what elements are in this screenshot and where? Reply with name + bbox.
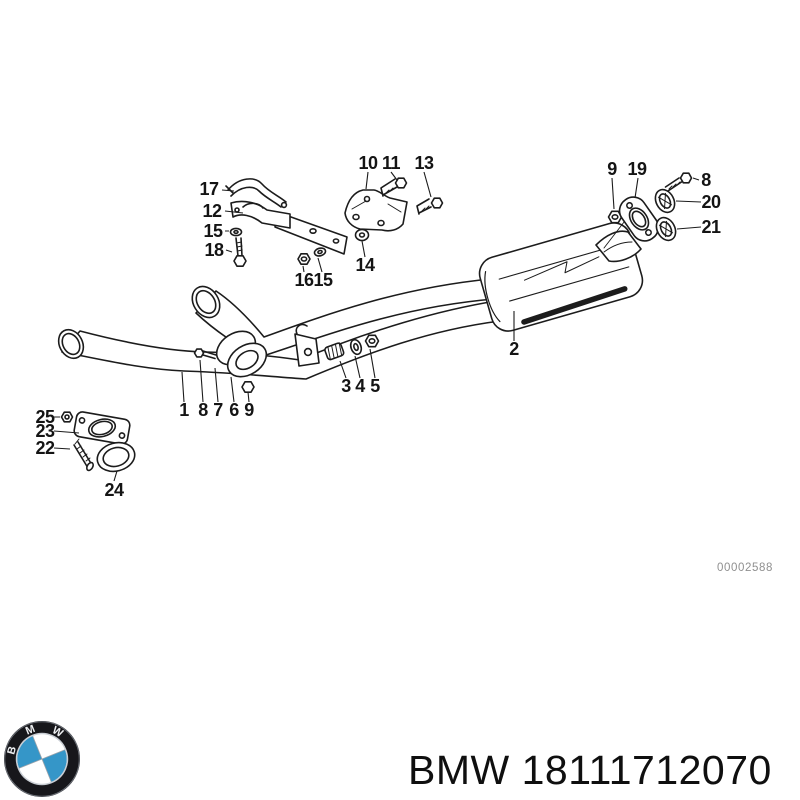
- callout-6: 6: [229, 400, 239, 420]
- part-number-label: BMW 18111712070: [408, 747, 772, 793]
- callout-19: 19: [627, 159, 647, 179]
- callout-22: 22: [35, 438, 55, 458]
- callout-23: 23: [35, 421, 55, 441]
- callout-3: 3: [341, 376, 351, 396]
- callout-8-front: 8: [198, 400, 208, 420]
- callout-4: 4: [355, 376, 365, 396]
- callout-21: 21: [701, 217, 721, 237]
- callout-15-upper: 15: [203, 221, 223, 241]
- callout-25: 25: [35, 407, 55, 427]
- callout-24: 24: [104, 480, 124, 500]
- bmw-roundel-icon: B M W: [4, 721, 80, 797]
- callout-20: 20: [701, 192, 721, 212]
- callout-14: 14: [355, 255, 375, 275]
- callout-2: 2: [509, 339, 519, 359]
- callout-12: 12: [202, 201, 222, 221]
- bmw-letter-b: B: [5, 745, 19, 756]
- callout-9-rear: 9: [607, 159, 617, 179]
- pipe-flange-joint: [193, 323, 380, 393]
- callout-8-rear: 8: [701, 170, 711, 190]
- callout-10: 10: [358, 153, 378, 173]
- callout-13: 13: [414, 153, 434, 173]
- callout-1: 1: [179, 400, 189, 420]
- front-pipe-drawing: [57, 278, 501, 380]
- leader-lines: [53, 171, 702, 482]
- callout-5: 5: [370, 376, 380, 396]
- callout-15-mid: 15: [313, 270, 333, 290]
- image-watermark-number: 00002588: [717, 562, 773, 574]
- rear-flange-group: [607, 172, 693, 242]
- front-flange-kit: [60, 411, 136, 473]
- silencer-outlet-cone: [595, 230, 642, 263]
- bmw-letter-m: M: [24, 723, 37, 738]
- callout-7: 7: [213, 400, 223, 420]
- callout-16: 16: [294, 270, 314, 290]
- mounting-bracket-assembly: [225, 177, 444, 267]
- callout-11: 11: [381, 153, 401, 173]
- callout-18: 18: [204, 240, 224, 260]
- callout-9-front: 9: [244, 400, 254, 420]
- callout-17: 17: [199, 179, 219, 199]
